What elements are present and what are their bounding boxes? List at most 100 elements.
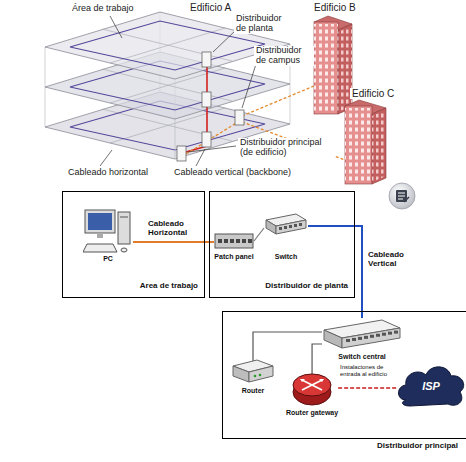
port: [376, 334, 380, 337]
cable-connector: [254, 228, 264, 241]
campus-link: [242, 122, 345, 160]
port: [370, 335, 374, 338]
drawing-part: [100, 150, 112, 166]
device-label: Router: [231, 386, 275, 395]
drawing-part: [213, 30, 236, 52]
drawing-part: [338, 24, 352, 114]
patch-icon: [214, 212, 254, 252]
drawing-part: [314, 22, 338, 114]
drawing-part: [389, 183, 415, 209]
building-c: [345, 100, 386, 184]
drawing-part: [404, 197, 409, 202]
pc-icon: [83, 208, 133, 254]
cable-connector: [338, 387, 398, 389]
port: [242, 239, 246, 243]
drawing-part: [177, 146, 186, 161]
device-node: Router gateway: [286, 368, 338, 417]
callout-label: Edificio B: [312, 2, 358, 13]
cable-connector: [308, 226, 362, 318]
device-node: Router: [231, 356, 275, 395]
callout-label: Distribuidor de campus: [254, 46, 314, 66]
drawing-part: [188, 146, 236, 152]
callout-label: Cableado vertical (backbone): [172, 168, 293, 178]
drawing-part: [102, 29, 232, 61]
leader-line: [100, 16, 256, 166]
router-top: [293, 374, 331, 396]
switch-front: [266, 220, 276, 234]
port: [388, 332, 392, 335]
arrow-head: [319, 379, 324, 382]
drawing-part: [266, 214, 306, 234]
area-box: Distribuidor de planta Patch panel Switch: [209, 191, 355, 298]
device-node: Switch: [264, 212, 308, 261]
drawing-part: [398, 199, 403, 200]
drawing-part: [372, 108, 386, 184]
area-title: Area de trabajo: [140, 281, 198, 290]
arrow-mark: [302, 380, 322, 390]
drawing-part: [372, 110, 386, 182]
note-icon: [389, 183, 415, 209]
drawing-part: [345, 106, 372, 184]
drawing-part: [196, 149, 205, 166]
port: [218, 239, 222, 243]
drawing-part: [242, 64, 256, 108]
led: [254, 375, 257, 378]
device-label: Patch panel: [214, 252, 254, 261]
cable-connector: [312, 344, 322, 374]
device-node: Patch panel: [214, 212, 254, 261]
floor-walls: [45, 12, 290, 159]
port: [289, 225, 292, 228]
cable-label: Instalaciones de entrada al edificio: [340, 364, 392, 378]
mouse: [121, 248, 127, 252]
callout-label: Edificio C: [350, 88, 396, 99]
port: [236, 239, 240, 243]
building-b: [314, 16, 352, 114]
cloud-label: ISP: [422, 380, 440, 392]
cable-label: Cableado Horizontal: [148, 219, 198, 237]
port: [224, 239, 228, 243]
router-side: [249, 366, 273, 382]
device-node: Switch central: [322, 318, 402, 361]
device-node: PC: [83, 208, 133, 263]
drawing-part: [338, 26, 352, 112]
port: [279, 227, 282, 230]
callout-label: Distribuidor de planta: [234, 14, 294, 34]
callout-label: Área de trabajo: [70, 4, 136, 14]
drawing-part: [70, 21, 265, 70]
floor-slab: [45, 12, 290, 79]
drawing-part: [293, 374, 331, 405]
area-title: Distribuidor principal: [377, 441, 458, 450]
drawing-part: [110, 16, 122, 38]
port: [352, 338, 356, 341]
router-icon: [231, 356, 275, 386]
device-label: Switch central: [322, 352, 402, 361]
drawing-part: [233, 360, 273, 382]
area-box: Area de trabajo PC: [62, 191, 205, 298]
switch-icon: [264, 212, 308, 252]
port: [299, 223, 302, 226]
callout-label: Distribuidor principal (de edificio): [238, 138, 334, 158]
switch-side: [276, 220, 306, 234]
drawing-part: [345, 108, 372, 182]
drawing-part: [202, 52, 211, 67]
device-label: Router gateway: [286, 408, 338, 417]
router-front: [233, 366, 249, 382]
port: [284, 226, 287, 229]
campus-link: [186, 122, 238, 154]
drawing-part: [202, 92, 211, 107]
monitor: [85, 210, 115, 233]
callout-label: Edificio A: [188, 2, 233, 13]
area-title: Distribuidor de planta: [265, 281, 348, 290]
cable-connector: [133, 241, 214, 243]
drawing-part: [215, 234, 253, 248]
drawing-part: [314, 24, 338, 112]
drawing-part: [235, 110, 244, 125]
central-icon: [322, 318, 402, 352]
port: [358, 337, 362, 340]
distributor-cabinet: [177, 52, 244, 161]
port: [346, 339, 350, 342]
